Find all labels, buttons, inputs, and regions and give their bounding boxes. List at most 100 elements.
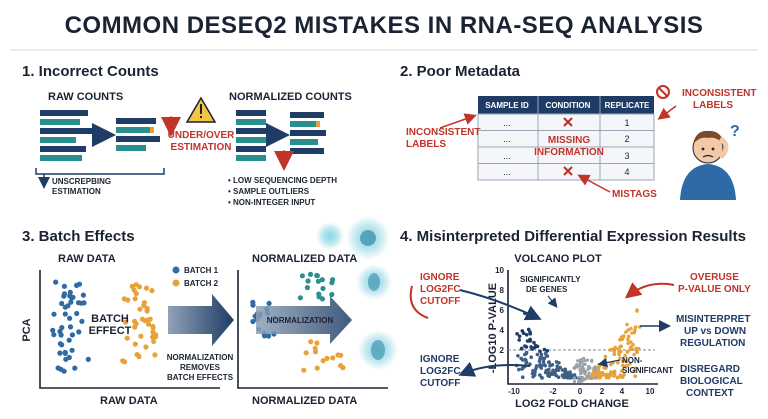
raw-data-title: RAW DATA xyxy=(58,253,116,265)
scatter-point xyxy=(538,349,542,354)
x-tick: -10 xyxy=(508,387,520,396)
scatter-point xyxy=(61,368,67,374)
normalization-arrow-icon xyxy=(168,294,234,346)
column-header-sample-id: SAMPLE ID xyxy=(485,101,529,110)
x-tick: 10 xyxy=(646,387,655,396)
normalized-count-bars xyxy=(236,110,266,161)
scatter-point xyxy=(308,339,314,345)
warning-label-line1: UNDER/OVER xyxy=(168,130,235,141)
scatter-point xyxy=(585,374,589,379)
scatter-point xyxy=(622,373,626,377)
scatter-point xyxy=(67,315,73,321)
table-cell: 2 xyxy=(624,134,629,144)
scatter-point xyxy=(524,333,529,337)
misinterpret-line3: REGULATION xyxy=(680,338,745,349)
significant-genes-line2: DE GENES xyxy=(526,285,568,294)
scatter-point xyxy=(628,345,633,349)
batch-effect-line2: EFFECT xyxy=(89,325,132,337)
misinterpret-line1: MISINTERPRET xyxy=(676,314,750,325)
scatter-point xyxy=(531,375,535,379)
scatter-point xyxy=(603,354,608,359)
scatter-point xyxy=(250,302,256,308)
normalized-counts-label: NORMALIZED COUNTS xyxy=(229,91,352,103)
scatter-point xyxy=(66,337,72,343)
scatter-point xyxy=(565,375,570,380)
scatter-point xyxy=(69,332,75,338)
scatter-point xyxy=(581,378,585,382)
scatter-point xyxy=(597,375,601,380)
scatter-point xyxy=(524,360,529,365)
scatter-point xyxy=(602,366,606,370)
scatter-point xyxy=(619,344,623,349)
metadata-table: SAMPLE ID CONDITION REPLICATE ... 1 ... … xyxy=(477,96,655,181)
overuse-line2: P-VALUE ONLY xyxy=(678,284,751,295)
non-significant-line1: NON- xyxy=(622,356,643,365)
scatter-point xyxy=(515,332,519,336)
scatter-point xyxy=(626,328,631,332)
normalized-x-axis-label: NORMALIZED DATA xyxy=(252,395,357,407)
volcano-plot-title: VOLCANO PLOT xyxy=(514,253,602,265)
scatter-point xyxy=(144,305,150,311)
scatter-point xyxy=(143,285,150,291)
scatter-point xyxy=(545,349,550,353)
scatter-point xyxy=(572,380,577,384)
scatter-point xyxy=(307,271,314,277)
scatter-point xyxy=(633,366,638,371)
ignore-log2fc-top-line3: CUTOFF xyxy=(420,296,460,307)
scatter-point xyxy=(623,353,627,358)
table-cell: ... xyxy=(503,134,511,144)
table-cell: ... xyxy=(503,118,511,128)
scatter-point xyxy=(632,352,636,357)
scatter-point xyxy=(335,352,341,358)
scatter-point xyxy=(123,319,129,325)
scatter-point xyxy=(151,338,157,344)
scatter-point xyxy=(136,284,143,290)
volcano-y-axis-label: -LOG10 P-VALUE xyxy=(487,283,499,373)
scatter-point xyxy=(528,339,533,343)
normalization-label: NORMALIZATION xyxy=(267,316,334,325)
scatter-point xyxy=(150,329,156,335)
scatter-point xyxy=(593,368,597,372)
scatter-point xyxy=(517,367,521,372)
overuse-line1: OVERUSE xyxy=(690,272,739,283)
cause-bullet-3: • NON-INTEGER INPUT xyxy=(228,198,315,207)
ignore-log2fc-bottom-line2: LOG2FC xyxy=(420,366,461,377)
scatter-point xyxy=(547,360,551,364)
scatter-point xyxy=(67,324,74,330)
y-tick: 10 xyxy=(495,266,504,275)
scatter-point xyxy=(632,369,636,374)
scatter-point xyxy=(624,330,628,334)
scatter-point xyxy=(80,292,86,298)
scatter-point xyxy=(622,364,627,369)
scatter-point xyxy=(250,318,256,325)
scatter-point xyxy=(266,300,272,306)
scatter-point xyxy=(575,365,579,369)
scatter-point xyxy=(609,370,613,375)
scatter-point xyxy=(517,334,522,339)
scatter-point xyxy=(59,342,65,348)
x-tick: 0 xyxy=(578,387,583,396)
scatter-point xyxy=(524,350,529,355)
table-cell: 1 xyxy=(624,118,629,128)
scatter-point xyxy=(525,339,530,343)
scatter-point xyxy=(625,350,630,354)
scatter-point xyxy=(535,352,540,357)
warning-label-line2: ESTIMATION xyxy=(171,142,232,153)
scatter-point xyxy=(299,273,305,279)
scatter-point xyxy=(125,297,131,303)
cause-bullet-2: • SAMPLE OUTLIERS xyxy=(228,187,310,196)
scatter-point xyxy=(516,354,520,358)
scatter-point xyxy=(617,350,621,354)
scatter-point xyxy=(152,352,158,358)
scatter-point xyxy=(528,330,532,334)
arrow-note-line1: NORMALIZATION xyxy=(167,353,234,362)
scatter-point xyxy=(297,295,303,301)
right-callout-line2: LABELS xyxy=(693,100,733,111)
scatter-point xyxy=(533,345,537,350)
scatter-point xyxy=(583,362,587,366)
section-3-heading: 3. Batch Effects xyxy=(22,228,135,245)
scatter-point xyxy=(120,358,126,364)
scatter-point xyxy=(560,368,565,372)
scatter-point xyxy=(633,374,638,379)
